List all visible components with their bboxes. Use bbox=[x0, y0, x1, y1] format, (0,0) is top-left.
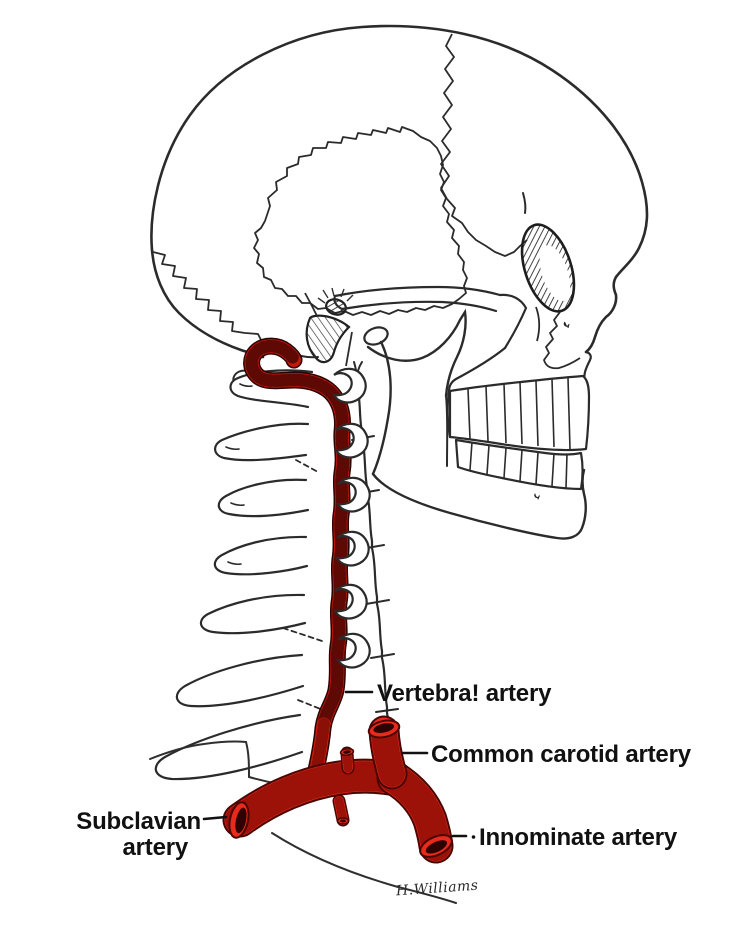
ramus-anterior-border bbox=[445, 395, 449, 467]
external-acoustic-meatus bbox=[325, 298, 347, 316]
cranium-dome bbox=[150, 24, 649, 279]
squamosal-suture-temporal-bone bbox=[253, 126, 468, 316]
common-carotid-label: Common carotid artery bbox=[431, 741, 692, 768]
lambdoid-suture bbox=[152, 251, 288, 352]
vertebral-artery-label: Vertebra! artery bbox=[377, 680, 552, 707]
mandibular-notch-coronoid bbox=[366, 308, 467, 398]
skull-outline bbox=[150, 24, 649, 387]
mastoid-process bbox=[305, 314, 351, 364]
spinous-process-t1 bbox=[154, 713, 304, 781]
mandible bbox=[363, 308, 587, 540]
lacrimal-line bbox=[535, 306, 541, 342]
styloid-process bbox=[345, 331, 353, 367]
lower-teeth-separators bbox=[469, 441, 568, 489]
ear-region bbox=[305, 287, 354, 367]
teeth bbox=[448, 374, 591, 491]
spinous-process-c6 bbox=[199, 593, 307, 635]
mental-foramen bbox=[534, 493, 540, 500]
occiput-back-edge bbox=[150, 248, 265, 359]
sphenofrontal-suture bbox=[446, 198, 528, 257]
subclavian-leader bbox=[202, 815, 228, 821]
supraorbital-tick bbox=[522, 192, 527, 214]
nasal-aperture-jagged-edge bbox=[543, 311, 581, 370]
zygomatic-bone bbox=[498, 293, 528, 350]
parietal-notch-line bbox=[304, 292, 318, 317]
innominate-leader-dot bbox=[471, 835, 476, 839]
subclavian-label-line2: artery bbox=[122, 834, 188, 861]
vessel-cut-ends bbox=[228, 719, 453, 858]
zygomatic-arch bbox=[333, 285, 528, 350]
cervical-vertebrae bbox=[154, 349, 399, 781]
vertebral-artery-ring-hatching bbox=[245, 339, 350, 777]
upper-teeth-separators bbox=[467, 377, 571, 450]
orbit-opening bbox=[539, 245, 571, 301]
infraorbital-foramen-dot bbox=[563, 321, 570, 329]
orbit bbox=[520, 223, 576, 313]
spinous-process-c4 bbox=[217, 478, 310, 518]
leader-lines bbox=[202, 690, 476, 839]
vertebral-artery bbox=[243, 337, 352, 779]
spinous-process-c5 bbox=[213, 535, 309, 576]
mandibular-condyle bbox=[363, 326, 389, 346]
subclavian-label-line1: Subclavian bbox=[76, 808, 201, 835]
figure-labels: Vertebra! artery Common carotid artery S… bbox=[76, 680, 692, 861]
ramus-posterior-border bbox=[371, 340, 392, 476]
mandible-lower-border bbox=[371, 468, 587, 540]
spinous-process-c7 bbox=[175, 653, 305, 708]
bifid-tip-marks bbox=[225, 383, 253, 566]
nasal-profile bbox=[584, 275, 618, 354]
innominate-artery-label: Innominate artery bbox=[479, 824, 678, 851]
lower-teeth-row bbox=[454, 438, 584, 491]
spinous-process-c3 bbox=[214, 422, 310, 462]
coronal-suture bbox=[440, 33, 455, 200]
clavicle-line bbox=[271, 832, 457, 904]
artist-signature: H.Williams bbox=[395, 878, 479, 900]
